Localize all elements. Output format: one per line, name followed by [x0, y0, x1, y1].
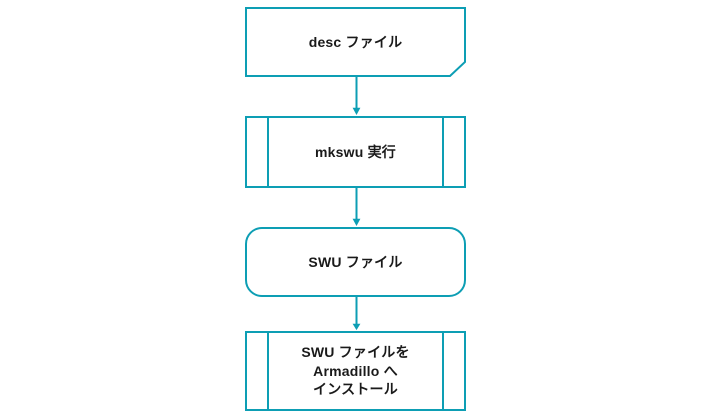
- document-outline: [246, 8, 465, 76]
- flow-node-label: SWU ファイルを Armadillo へ インストール: [301, 343, 410, 398]
- flow-node-label: mkswu 実行: [315, 143, 396, 160]
- flow-node-mkswu-run[interactable]: mkswu 実行: [245, 116, 466, 188]
- arrowhead-down-icon: [352, 218, 361, 227]
- flow-connector-swu-to-install: [350, 297, 363, 331]
- predefined-process-shape: [245, 331, 466, 411]
- flow-node-desc-file[interactable]: desc ファイル: [245, 7, 466, 77]
- predefined-process-shape: [245, 116, 466, 188]
- flow-node-install-to-armadillo[interactable]: SWU ファイルを Armadillo へ インストール: [245, 331, 466, 411]
- arrowhead-down-icon: [352, 107, 361, 116]
- rounded-rectangle-shape: [245, 227, 466, 297]
- document-shape: [245, 7, 466, 77]
- flow-node-label: desc ファイル: [308, 33, 403, 50]
- flow-node-label: SWU ファイル: [308, 253, 403, 270]
- arrowhead-down-icon: [352, 323, 361, 331]
- flow-connector-mkswu-to-swu: [350, 188, 363, 227]
- flow-connector-desc-to-mkswu: [350, 77, 363, 116]
- flow-node-swu-file[interactable]: SWU ファイル: [245, 227, 466, 297]
